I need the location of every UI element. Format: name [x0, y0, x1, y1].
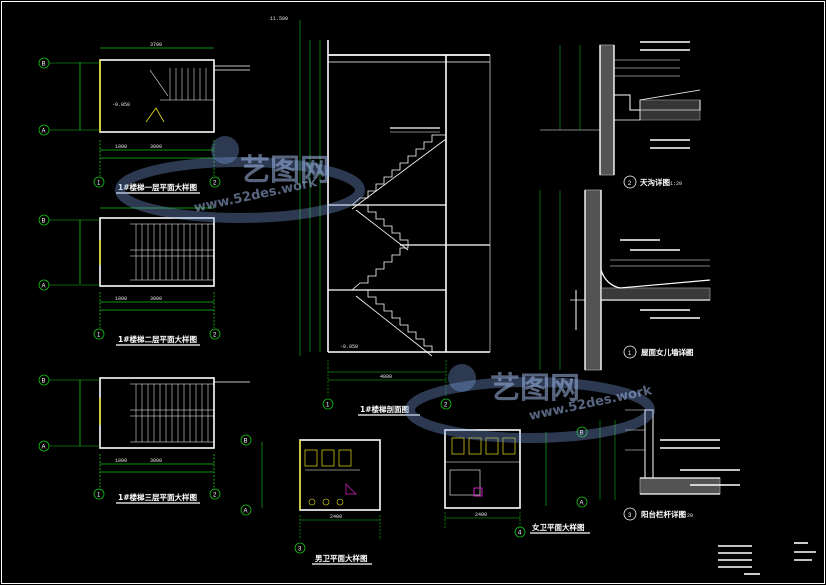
axis-label-2-plan3: 2 — [213, 493, 217, 499]
parapet-detail — [539, 189, 711, 371]
balcony-detail-title: 阳台栏杆详图 — [641, 509, 686, 519]
women-dim-2400: 2400 — [475, 512, 487, 518]
section-dim-4800: 4800 — [380, 374, 392, 380]
gutter-detail-title: 天沟详图 — [640, 177, 670, 187]
axis-bubble-2-plan2 — [209, 328, 221, 340]
plan2-dim-1800: 1800 — [115, 296, 127, 302]
axis-bubble-4-women — [514, 526, 526, 538]
axis-label-1-plan1: 1 — [97, 181, 101, 187]
axis-label-B-plan2: B — [42, 219, 46, 225]
balcony-railing-detail — [599, 409, 740, 500]
axis-label-A-plan2: A — [42, 284, 46, 290]
axis-label-1-section: 1 — [326, 403, 330, 409]
women-toilet-title: 女卫平面大样图 — [532, 522, 585, 532]
plan3-dim-1800: 1800 — [115, 458, 127, 464]
axis-bubble-B-men — [240, 434, 252, 446]
plan2-title: 1#楼梯二层平面大样图 — [118, 334, 198, 344]
axis-bubble-3-men — [294, 542, 306, 554]
axis-label-1-plan2: 1 — [97, 333, 101, 339]
men-dim-2400: 2400 — [330, 514, 342, 520]
plan2-dim-3000: 3000 — [150, 296, 162, 302]
axis-bubble-2-plan1 — [209, 176, 221, 188]
axis-bubble-A-men — [240, 504, 252, 516]
mens-toilet-plan — [261, 439, 381, 540]
axis-label-2-section: 2 — [444, 403, 448, 409]
axis-label-B-plan1: B — [42, 62, 46, 68]
parapet-detail-number: 1 — [628, 351, 632, 357]
balcony-detail-bubble — [623, 507, 637, 521]
axis-bubble-1-plan2 — [93, 328, 105, 340]
plan1-dim-3700: 3700 — [150, 42, 162, 48]
axis-bubble-2-plan3 — [209, 488, 221, 500]
axis-bubble-A-women — [576, 496, 588, 508]
parapet-detail-bubble — [623, 345, 637, 359]
notes-block — [718, 542, 816, 575]
parapet-detail-scale: 1:20 — [678, 351, 690, 357]
gutter-detail — [540, 41, 701, 176]
axis-label-B-plan3: B — [42, 379, 46, 385]
axis-label-B-women: B — [580, 431, 584, 437]
balcony-detail-number: 3 — [628, 513, 632, 519]
axis-label-A-men: A — [244, 509, 248, 515]
axis-bubble-1-plan3 — [93, 488, 105, 500]
gutter-detail-scale: 1:20 — [670, 181, 682, 187]
plan1-dim-1800: 1800 — [115, 144, 127, 150]
plan1-dim-3000: 3000 — [150, 144, 162, 150]
axis-label-2-plan1: 2 — [213, 181, 217, 187]
parapet-detail-title: 屋面女儿墙详图 — [641, 347, 694, 357]
stair-plan-floor2 — [79, 207, 215, 328]
section-top-level: 11.500 — [270, 16, 288, 22]
section-title: 1#楼梯剖面图 — [360, 404, 410, 414]
axis-label-2-plan2: 2 — [213, 333, 217, 339]
balcony-detail-scale: 1:20 — [681, 513, 693, 519]
plan3-dim-3000: 3000 — [150, 458, 162, 464]
axis-bubble-B-women — [576, 426, 588, 438]
axis-bubble-1-section — [322, 398, 334, 410]
axis-label-1-plan3: 1 — [97, 493, 101, 499]
section-bottom-level: -0.050 — [340, 344, 358, 350]
axis-label-B-men: B — [244, 439, 248, 445]
plan1-title: 1#楼梯一层平面大样图 — [118, 182, 198, 192]
plan1-level: -0.050 — [112, 102, 130, 108]
plan3-title: 1#楼梯三层平面大样图 — [118, 492, 198, 502]
men-toilet-title: 男卫平面大样图 — [315, 553, 368, 563]
axis-label-A-women: A — [580, 501, 584, 507]
watermark-brand-upper: 艺图网 — [240, 153, 330, 188]
watermark-lower: 艺图网 www.52des.work — [405, 364, 655, 443]
womens-toilet-plan — [444, 429, 547, 528]
stair-plan-floor3 — [79, 377, 250, 490]
axis-label-3-men: 3 — [298, 547, 302, 553]
watermark-brand-lower: 艺图网 — [490, 371, 580, 406]
axis-label-4-women: 4 — [518, 531, 522, 537]
axis-label-A-plan1: A — [42, 129, 46, 135]
gutter-detail-number: 2 — [628, 181, 632, 187]
axis-bubble-1-plan1 — [93, 176, 105, 188]
gutter-detail-bubble — [623, 175, 637, 189]
axis-bubble-2-section — [440, 398, 452, 410]
stair-plan-floor1 — [79, 47, 250, 176]
stair-section — [299, 20, 491, 396]
axis-label-A-plan3: A — [42, 445, 46, 451]
